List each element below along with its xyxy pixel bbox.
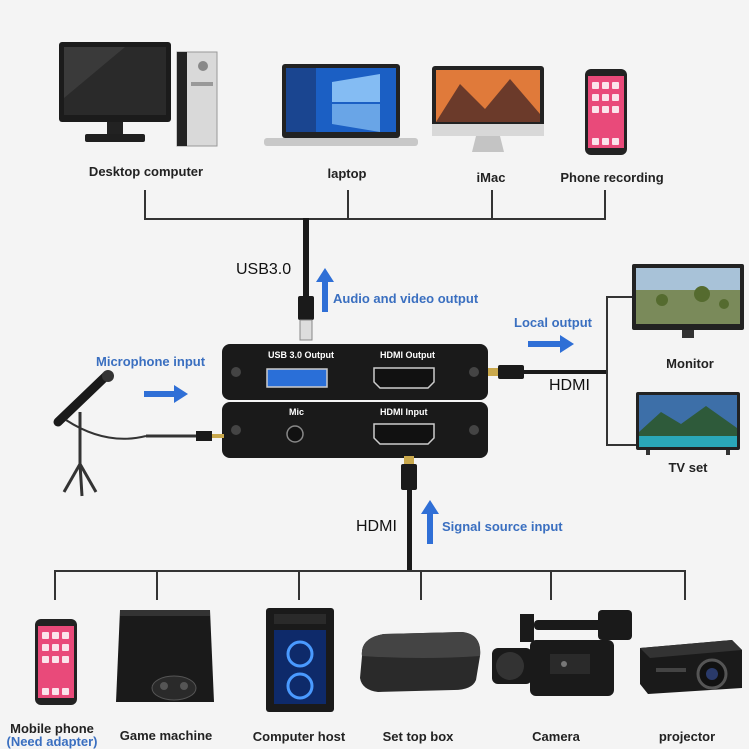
device-label-mobile-phone: Mobile phone bbox=[10, 721, 94, 736]
device-label-tv: TV set bbox=[668, 460, 708, 475]
game-console-icon bbox=[114, 606, 216, 712]
device-label-monitor: Monitor bbox=[666, 356, 714, 371]
usb-cable-label: USB3.0 bbox=[236, 261, 292, 278]
hdmi-output-cable bbox=[488, 362, 608, 382]
signal-source-input-label: Signal source input bbox=[442, 519, 563, 534]
up-arrow-signal-icon bbox=[421, 500, 439, 544]
hdmi-input-cable-label: HDMI bbox=[356, 518, 397, 535]
set-top-box-icon bbox=[354, 628, 484, 696]
bottom-drop-2 bbox=[156, 570, 158, 600]
device-label-computer-host: Computer host bbox=[252, 729, 346, 744]
capture-device-bottom bbox=[222, 402, 488, 458]
top-bus-drop-phone bbox=[604, 190, 606, 220]
top-bus-horizontal bbox=[144, 218, 606, 220]
device-label-camera: Camera bbox=[532, 729, 580, 744]
hdmi-output-cable-label: HDMI bbox=[549, 377, 590, 394]
microphone-input-label: Microphone input bbox=[96, 354, 206, 369]
bottom-drop-1 bbox=[54, 570, 56, 600]
bottom-bus-horizontal bbox=[54, 570, 686, 572]
capture-device-top bbox=[222, 344, 488, 400]
right-arrow-output-icon bbox=[528, 335, 574, 353]
up-arrow-icon bbox=[316, 268, 334, 312]
hdmi-input-port-label: HDMI Input bbox=[380, 407, 428, 417]
output-bus-monitor bbox=[606, 296, 634, 298]
hdmi-input-cable bbox=[398, 456, 420, 572]
camera-icon bbox=[490, 606, 636, 706]
monitor-icon bbox=[632, 264, 744, 340]
top-bus-drop-laptop bbox=[347, 190, 349, 220]
bottom-drop-6 bbox=[684, 570, 686, 600]
output-bus-tv bbox=[606, 444, 636, 446]
computer-tower-icon bbox=[262, 606, 338, 716]
desktop-computer-icon bbox=[55, 38, 225, 150]
mic-port-label: Mic bbox=[289, 407, 305, 417]
usb-cable bbox=[294, 218, 318, 342]
top-bus-drop-desktop bbox=[144, 190, 146, 220]
projector-icon bbox=[636, 628, 746, 700]
device-label-laptop: laptop bbox=[327, 166, 367, 181]
mobile-phone-icon bbox=[34, 618, 78, 706]
laptop-icon bbox=[262, 62, 420, 150]
device-label-game-machine: Game machine bbox=[119, 728, 213, 743]
imac-icon bbox=[430, 64, 546, 156]
local-output-label: Local output bbox=[514, 315, 592, 330]
bottom-drop-5 bbox=[550, 570, 552, 600]
device-label-set-top-box: Set top box bbox=[382, 729, 454, 744]
output-bus-vertical bbox=[606, 296, 608, 446]
hdmi-output-port-label: HDMI Output bbox=[380, 350, 435, 360]
microphone-icon bbox=[46, 368, 226, 500]
bottom-drop-3 bbox=[298, 570, 300, 600]
device-label-phone-recording: Phone recording bbox=[560, 170, 664, 185]
audio-video-output-label: Audio and video output bbox=[333, 291, 479, 306]
device-note-mobile-phone: (Need adapter) bbox=[6, 734, 98, 749]
device-label-projector: projector bbox=[658, 729, 716, 744]
device-label-imac: iMac bbox=[476, 170, 506, 185]
phone-icon bbox=[584, 68, 628, 156]
right-arrow-mic-icon bbox=[144, 385, 188, 403]
usb-port-label: USB 3.0 Output bbox=[268, 350, 335, 360]
bottom-drop-4 bbox=[420, 570, 422, 600]
device-label-desktop: Desktop computer bbox=[88, 164, 204, 179]
tv-icon bbox=[636, 392, 740, 456]
top-bus-drop-imac bbox=[491, 190, 493, 220]
